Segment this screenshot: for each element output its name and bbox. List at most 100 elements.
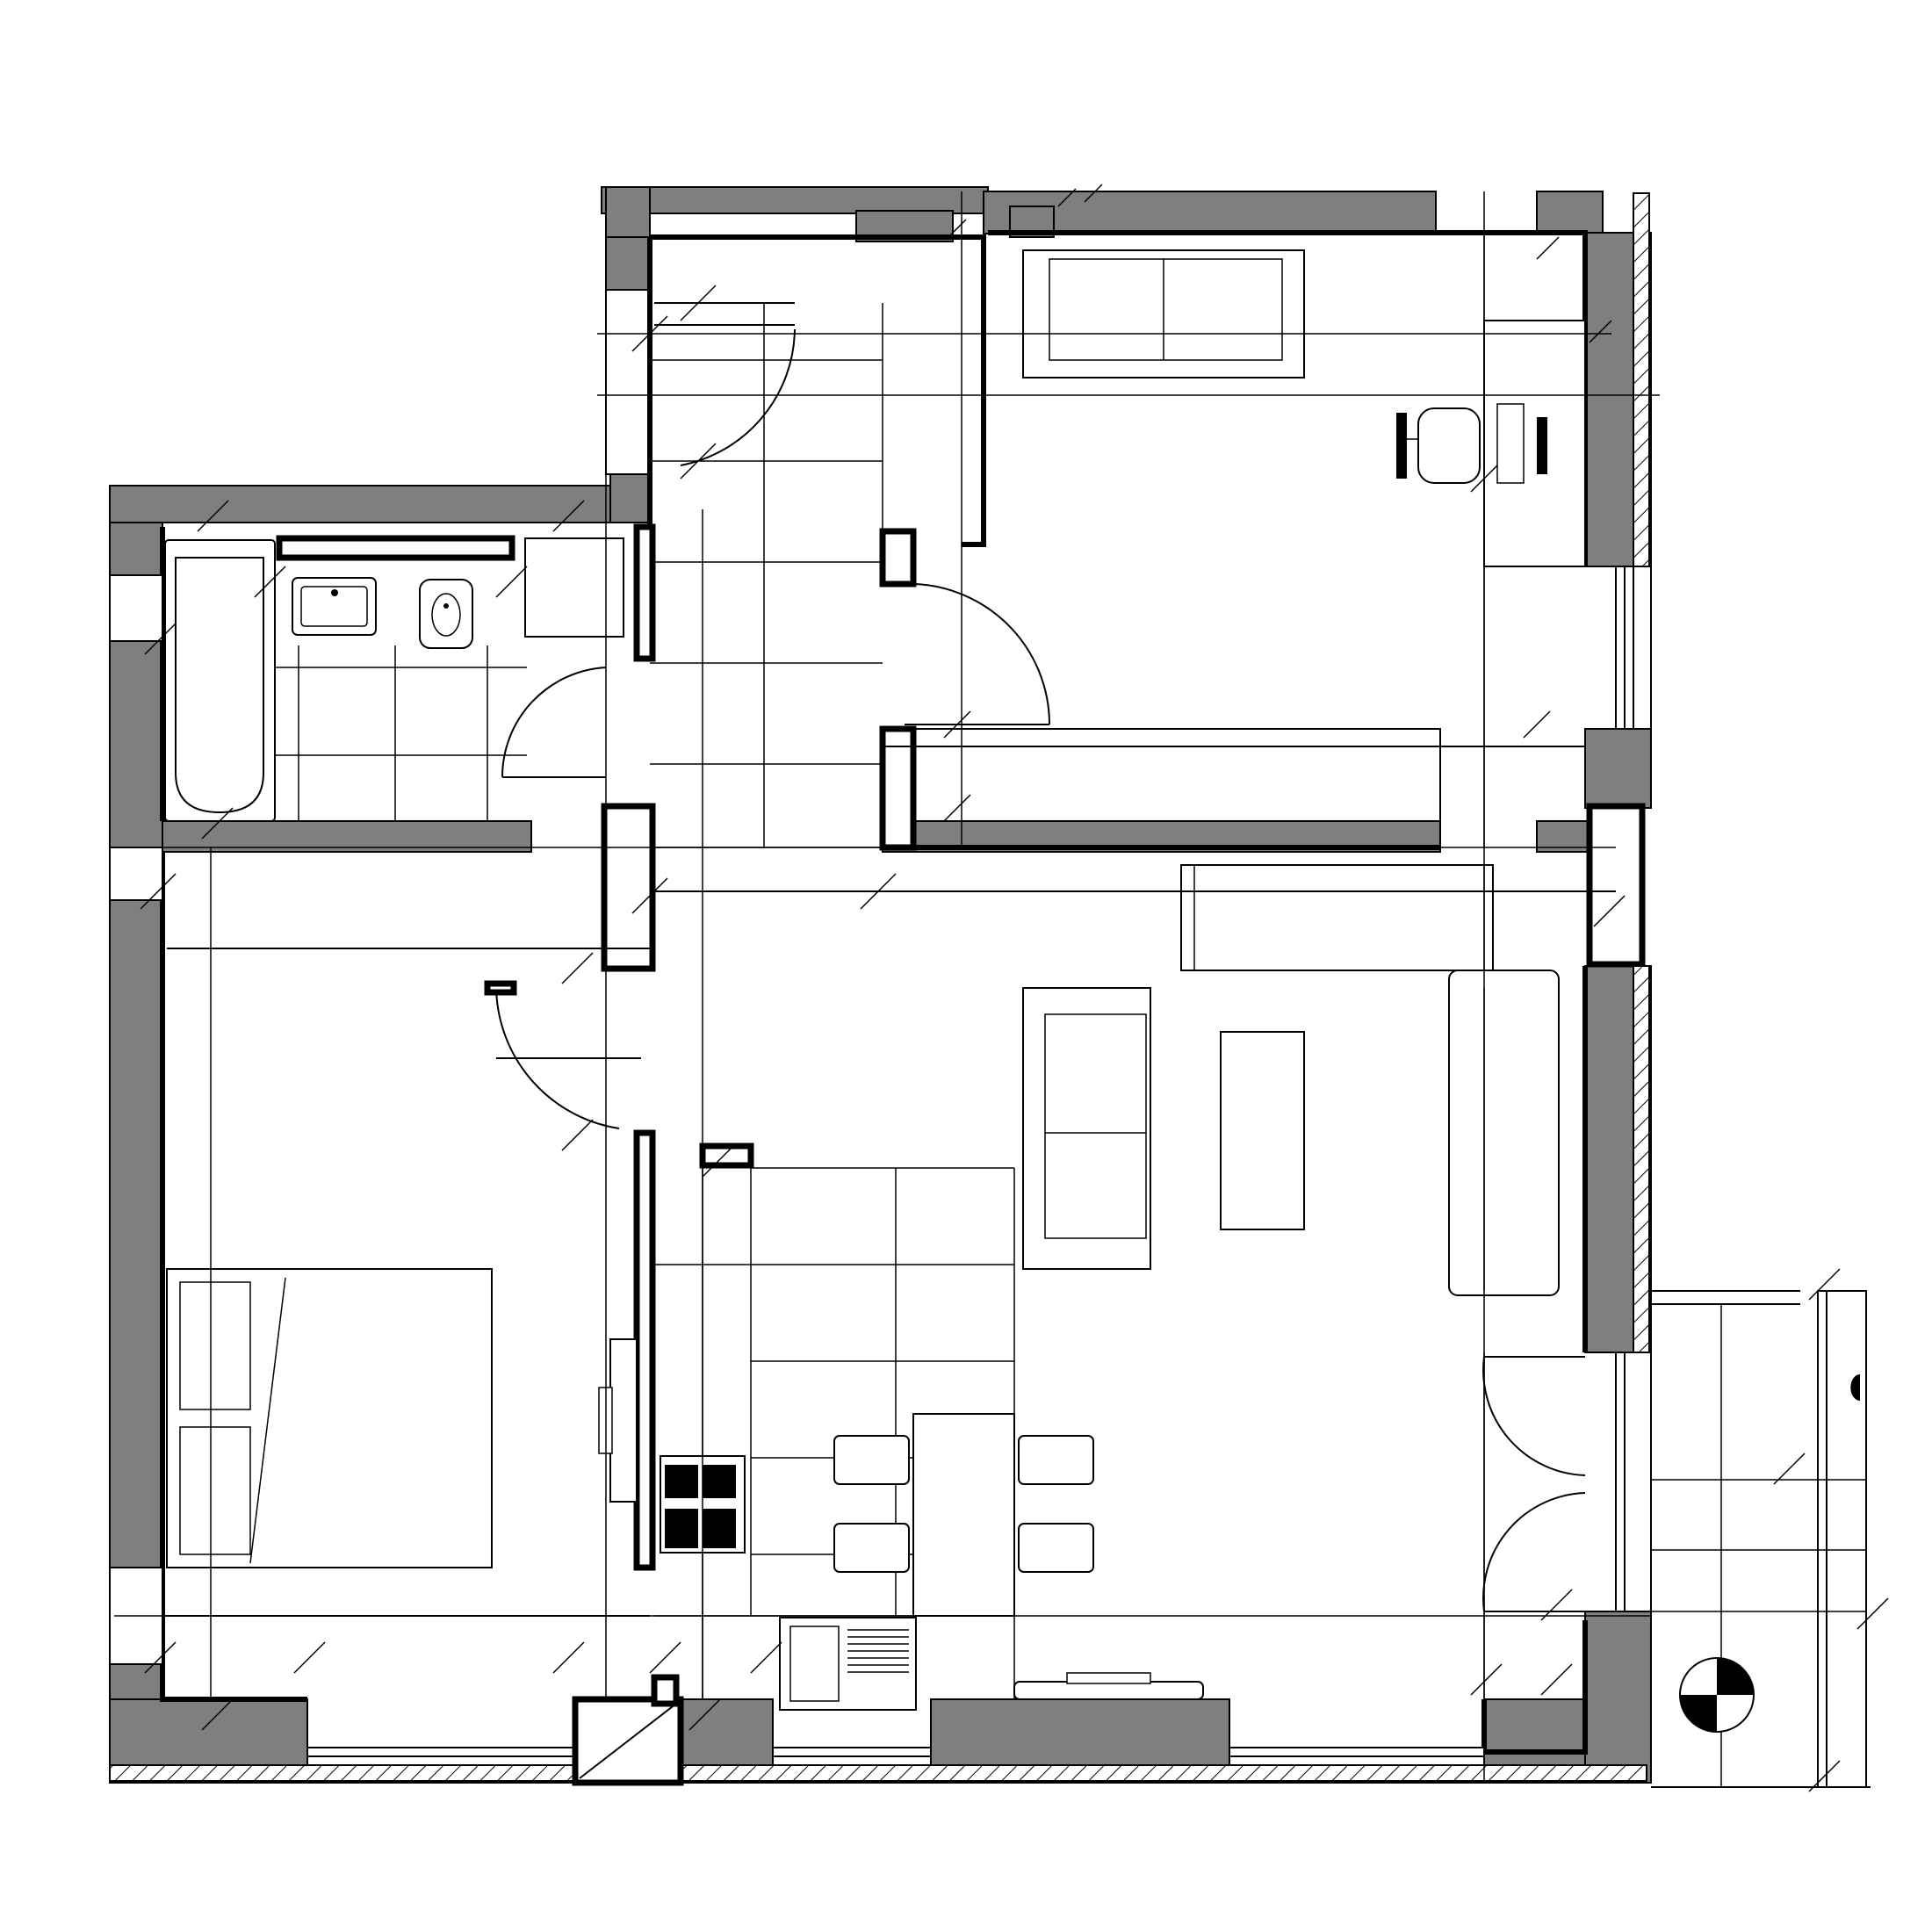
sofa-bed-cushion (1049, 258, 1283, 361)
balcony-lamp (1850, 1374, 1860, 1401)
burner-4 (703, 1509, 736, 1548)
sink-basin (300, 586, 368, 627)
bath-corridor-wall (633, 523, 656, 662)
balcony-door-swing-bottom (1482, 1492, 1586, 1612)
sofa-left (1022, 987, 1151, 1270)
office-chair (1417, 407, 1481, 484)
north-arrow-icon (1679, 1657, 1755, 1733)
tick-35 (1808, 1268, 1841, 1301)
dining-chair-3 (1018, 1435, 1094, 1485)
study-door-jamb-top (879, 528, 917, 588)
tick-17 (495, 566, 528, 598)
wall-bathroom-top (109, 485, 611, 523)
corridor-study-wall (650, 234, 986, 547)
dining-chair-2 (833, 1523, 910, 1573)
burner-2 (703, 1465, 736, 1498)
tick-13 (140, 873, 177, 910)
tick-25 (293, 1641, 326, 1674)
hatch-right-lower (1633, 965, 1650, 1353)
radiator-top (1066, 1672, 1151, 1684)
dining-chair-4 (1018, 1523, 1094, 1573)
tick-9 (1523, 710, 1551, 739)
tick-21 (631, 877, 668, 914)
wall-corridor-left-low (609, 473, 651, 523)
dimension-guides (114, 187, 1660, 1783)
column-diagonal-left (579, 1703, 677, 1779)
wall-right-mid (1584, 728, 1652, 809)
tick-38 (1773, 1453, 1806, 1485)
tick-26 (552, 1641, 585, 1674)
bath-door-swing (501, 667, 607, 778)
tick-19 (201, 807, 234, 840)
bedroom-left-wall (160, 852, 307, 1702)
entrance-door-swing (654, 302, 796, 466)
console-bench (1180, 864, 1494, 971)
wall-corridor-top-left (605, 186, 651, 241)
study-door-swing (904, 582, 1050, 725)
tick-14 (197, 500, 229, 532)
tick-7 (1589, 320, 1612, 343)
tick-2 (680, 285, 717, 321)
bath-vanity-wall (276, 535, 515, 561)
right-column (1586, 803, 1646, 968)
window-bed-left-top (109, 847, 163, 901)
corridor-column (601, 803, 656, 972)
tick-12 (860, 873, 897, 910)
tick-18 (144, 623, 177, 655)
wall-top-study (983, 191, 1437, 234)
coffee-table (1220, 1031, 1305, 1230)
tick-29 (688, 1698, 721, 1731)
tick-10 (943, 710, 971, 739)
toilet-seat (431, 593, 461, 637)
kitchen (654, 1146, 1204, 1711)
tick-22 (561, 1119, 594, 1151)
kitchen-drainboard (847, 1629, 909, 1673)
tick-15 (552, 500, 585, 532)
tick-4 (948, 219, 967, 238)
insulation-hatch (109, 192, 1650, 1782)
wall-bathroom-bottom (162, 820, 532, 853)
tick-33 (1540, 1663, 1573, 1696)
tick-6 (1536, 236, 1560, 260)
bathtub (164, 539, 276, 822)
kitchen-sink-basin (789, 1626, 840, 1702)
balcony-railing (1817, 1290, 1867, 1788)
wall-top-middle (601, 186, 989, 214)
balcony (1651, 1290, 1871, 1788)
tick-11 (943, 794, 971, 822)
kitchen-sink (779, 1617, 917, 1711)
dining-chair-1 (833, 1435, 910, 1485)
partitions (276, 523, 1646, 1571)
tick-3 (680, 443, 717, 479)
double-bed (166, 1268, 493, 1568)
tick-28 (649, 1641, 681, 1674)
wall-right-bottom (1584, 1611, 1652, 1784)
radiator (1013, 1681, 1204, 1700)
sofa-right (1448, 970, 1560, 1296)
toilet-flush (443, 603, 449, 609)
toilet (419, 579, 473, 649)
tick-36 (1856, 1597, 1889, 1630)
tick-30 (750, 1641, 782, 1674)
bed-sheet-fold (249, 1277, 286, 1564)
wall-corridor-left (605, 236, 651, 291)
kitchen-stub (699, 1143, 754, 1169)
exterior-walls (109, 186, 1652, 1784)
window-bath-left (109, 574, 163, 642)
washing-machine (524, 537, 624, 638)
tick-24 (144, 1641, 177, 1674)
sink (292, 577, 377, 636)
tick-37 (1808, 1760, 1841, 1792)
bedroom (162, 847, 684, 1786)
bathroom (164, 537, 624, 822)
tick-1 (631, 315, 668, 352)
wall-top-right (1536, 191, 1604, 234)
monitor (1537, 417, 1547, 474)
burner-3 (665, 1509, 698, 1548)
keyboard (1496, 403, 1525, 484)
tv-unit (609, 1338, 638, 1503)
tick-27 (201, 1698, 234, 1731)
tick-23 (702, 1145, 734, 1178)
